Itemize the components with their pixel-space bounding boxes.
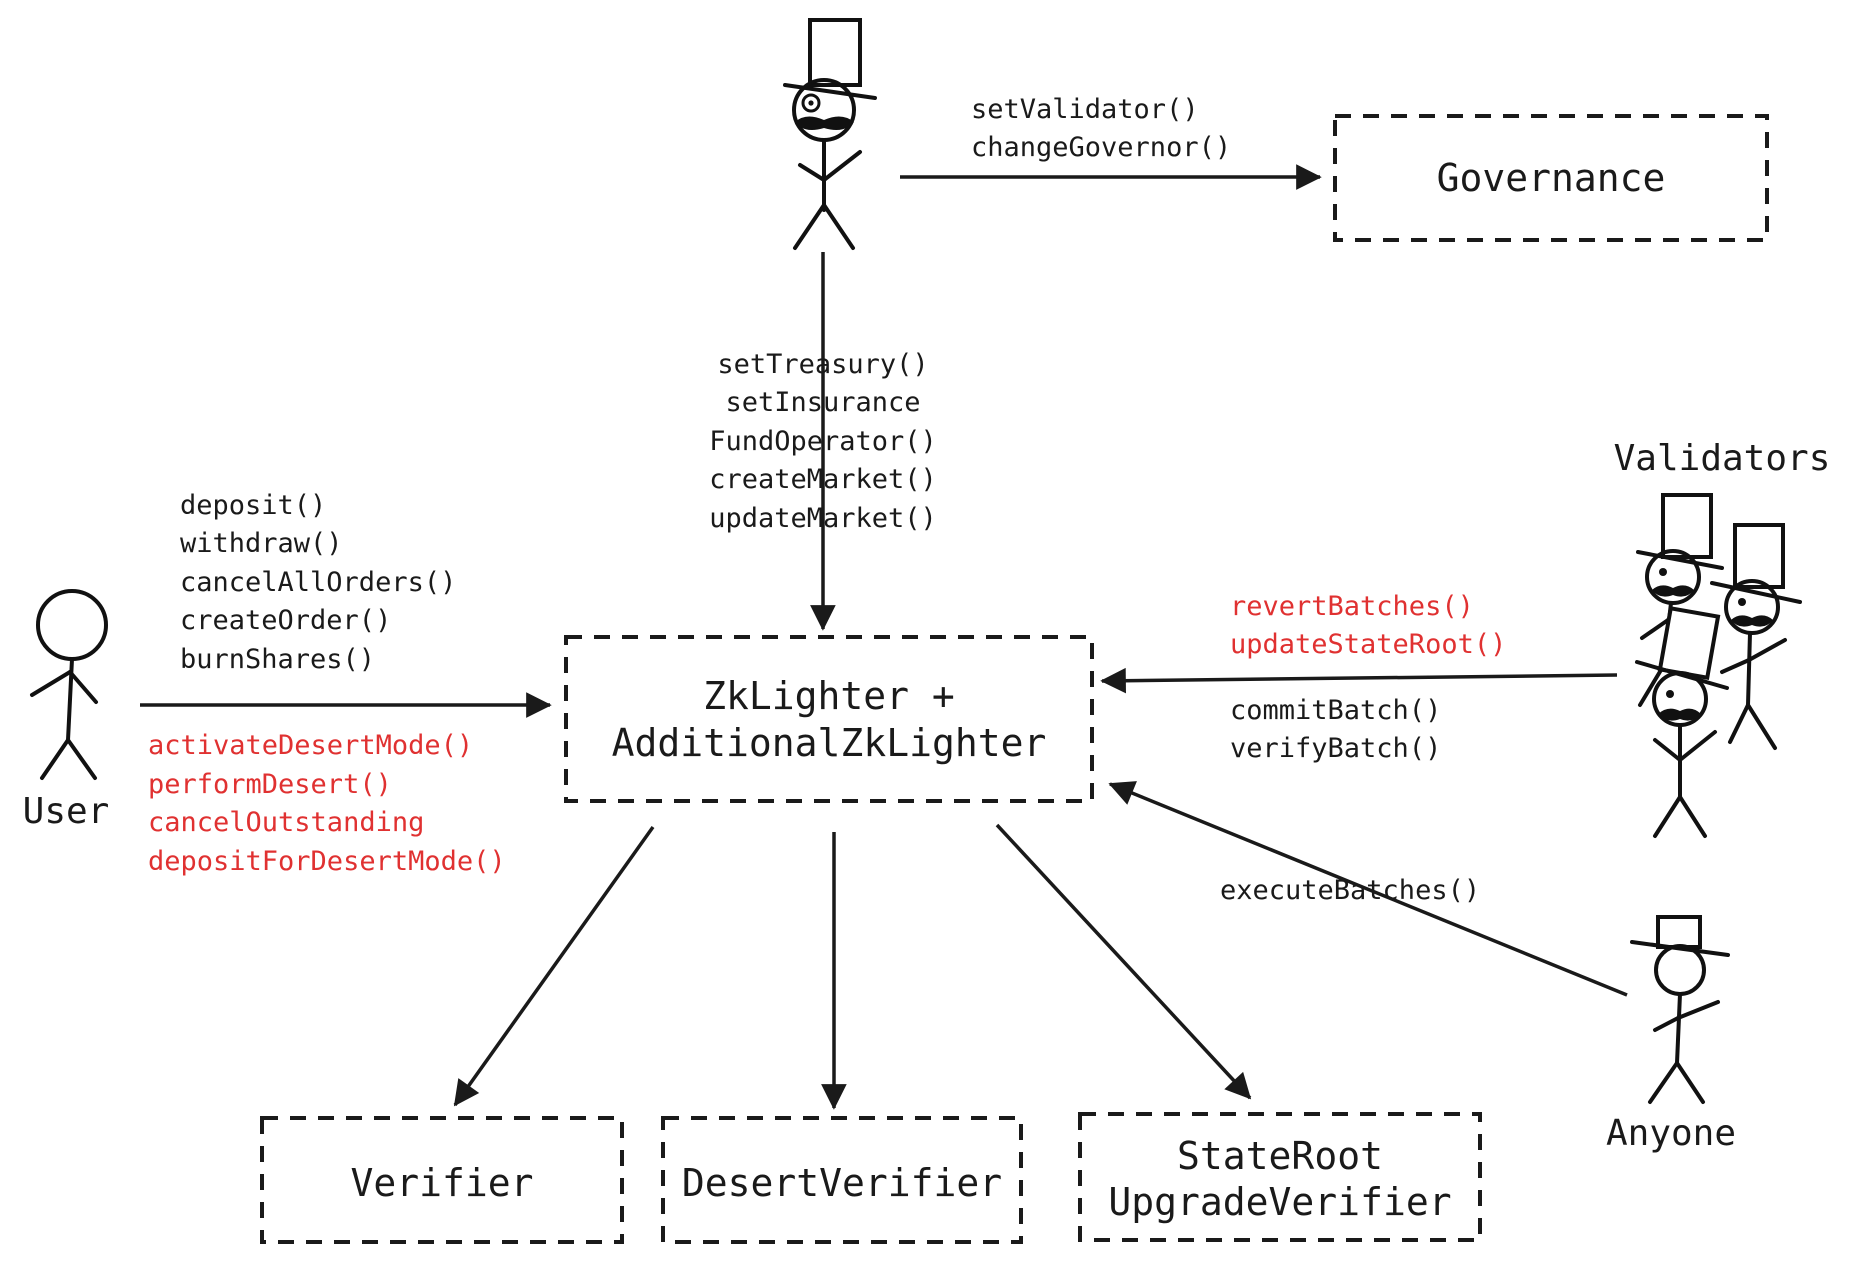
desert-call-label: activateDesertMode()	[148, 730, 473, 761]
verifier-label: Verifier	[350, 1161, 533, 1205]
zklighter-box: ZkLighter + AdditionalZkLighter	[564, 635, 1094, 803]
arrow-zklighter-to-stateroot-verifier	[995, 823, 1252, 1100]
arrow-anyone-to-zklighter	[1108, 781, 1628, 997]
verifier-box: Verifier	[260, 1116, 624, 1244]
user-desert-mode-calls: activateDesertMode() performDesert() can…	[148, 730, 506, 877]
call-label: deposit()	[180, 490, 326, 521]
user-stick-figure	[30, 589, 108, 780]
call-label: createMarket()	[709, 464, 937, 495]
top-hat-icon	[1661, 493, 1713, 559]
governor-zklighter-calls: setTreasury() setInsurance FundOperator(…	[709, 349, 937, 534]
validator-calls: commitBatch() verifyBatch()	[1230, 695, 1441, 764]
user-label: User	[23, 791, 110, 832]
anyone-call-label: executeBatches()	[1220, 875, 1480, 906]
anyone-stick-figure	[1630, 915, 1730, 1104]
call-label: commitBatch()	[1230, 695, 1441, 726]
validators-label: Validators	[1614, 438, 1831, 479]
stateroot-upgrade-verifier-box: StateRoot UpgradeVerifier	[1078, 1112, 1482, 1242]
governance-box: Governance	[1333, 114, 1769, 242]
hat-icon	[1656, 915, 1702, 949]
arrow-zklighter-to-verifier	[453, 825, 655, 1107]
call-label: setValidator()	[971, 94, 1199, 125]
call-label: setTreasury()	[717, 349, 928, 380]
call-label: cancelAllOrders()	[180, 567, 456, 598]
validator-stick-figure	[1710, 523, 1802, 750]
anyone-label: Anyone	[1606, 1113, 1736, 1154]
zklighter-label-line2: AdditionalZkLighter	[612, 721, 1047, 765]
arrow-validators-to-zklighter	[1100, 667, 1618, 694]
user-zklighter-calls: deposit() withdraw() cancelAllOrders() c…	[180, 490, 456, 675]
desert-verifier-box: DesertVerifier	[661, 1116, 1023, 1244]
governor-stick-figure	[783, 18, 877, 250]
stateroot-label-line2: UpgradeVerifier	[1108, 1180, 1451, 1224]
call-label: setInsurance	[725, 387, 920, 418]
call-label: withdraw()	[180, 528, 343, 559]
top-hat-icon	[1657, 605, 1721, 681]
stateroot-label-line1: StateRoot	[1177, 1134, 1383, 1178]
call-label: createOrder()	[180, 605, 391, 636]
call-label: verifyBatch()	[1230, 733, 1441, 764]
validator-red-call-label: revertBatches()	[1230, 591, 1474, 622]
desert-call-label: cancelOutstanding	[148, 807, 424, 838]
top-hat-icon	[1733, 523, 1785, 589]
call-label: changeGovernor()	[971, 132, 1231, 163]
call-label: burnShares()	[180, 644, 375, 675]
validator-stick-figure	[1635, 605, 1729, 838]
governance-label: Governance	[1437, 156, 1666, 200]
call-label: FundOperator()	[709, 426, 937, 457]
governor-governance-calls: setValidator() changeGovernor()	[971, 94, 1231, 163]
desert-verifier-label: DesertVerifier	[682, 1161, 1002, 1205]
desert-call-label: performDesert()	[148, 769, 392, 800]
top-hat-icon	[808, 18, 862, 87]
desert-call-label: depositForDesertMode()	[148, 846, 506, 877]
validator-red-calls: revertBatches() updateStateRoot()	[1230, 591, 1506, 660]
zklighter-label-line1: ZkLighter +	[703, 674, 955, 718]
call-label: updateMarket()	[709, 503, 937, 534]
validator-red-call-label: updateStateRoot()	[1230, 629, 1506, 660]
